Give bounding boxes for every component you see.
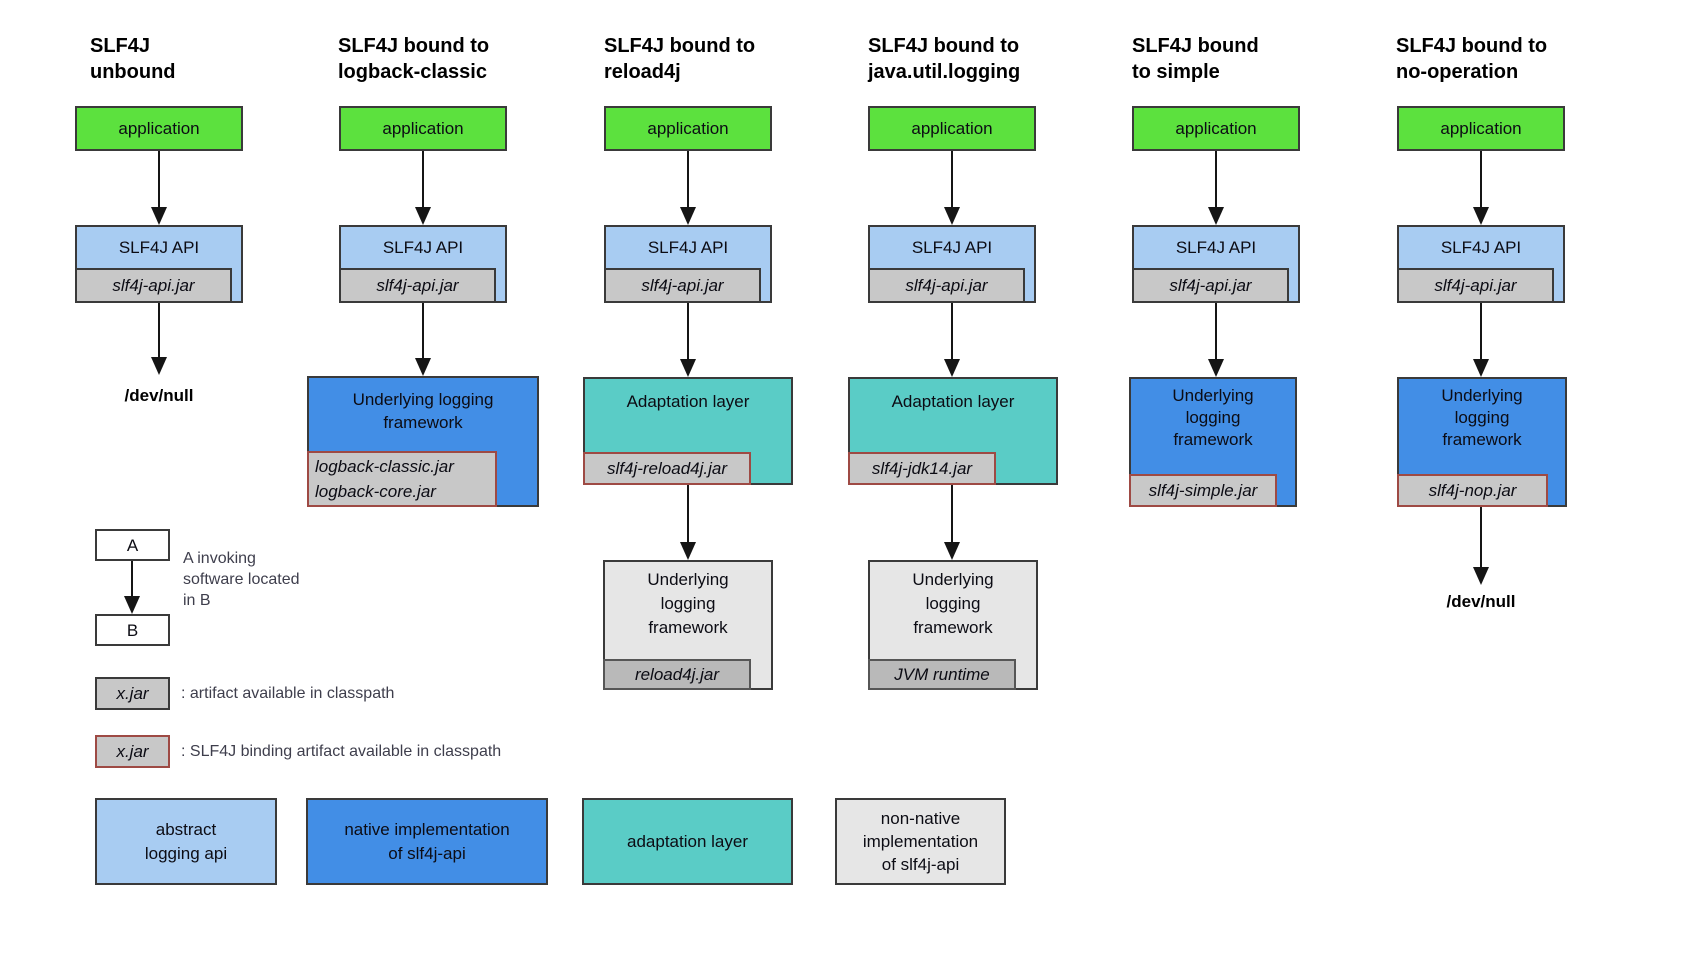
arrow-head-icon xyxy=(1208,207,1224,225)
slf4j-api-box: SLF4J API slf4j-api.jar xyxy=(1132,225,1300,303)
column-title-simple: SLF4J bound to simple xyxy=(1132,35,1259,83)
down-arrow xyxy=(944,485,960,560)
jar-box: slf4j-api.jar xyxy=(1397,268,1554,303)
binding-jar-box: slf4j-nop.jar xyxy=(1397,474,1548,507)
jar-box: slf4j-api.jar xyxy=(339,268,496,303)
legend-box-a: A xyxy=(95,529,170,561)
column-title-jul: SLF4J bound to java.util.logging xyxy=(868,35,1021,83)
legend-binding-jar-caption: : SLF4J binding artifact available in cl… xyxy=(181,742,502,760)
legend-jar-caption: : artifact available in classpath xyxy=(181,684,395,702)
jar-box: slf4j-api.jar xyxy=(1132,268,1289,303)
adaptation-layer-box: Adaptation layer slf4j-jdk14.jar xyxy=(848,377,1058,485)
underlying-framework-box: Underlying logging framework slf4j-nop.j… xyxy=(1397,377,1567,507)
arrow-head-icon xyxy=(944,207,960,225)
arrow-head-icon xyxy=(680,207,696,225)
arrow-head-icon xyxy=(1473,359,1489,377)
arrow-head-icon xyxy=(1473,567,1489,585)
dev-null-label: /dev/null xyxy=(1446,592,1516,611)
application-box: application xyxy=(868,106,1036,151)
legend-adaptation-box: adaptation layer xyxy=(582,798,793,885)
application-box: application xyxy=(1397,106,1565,151)
slf4j-api-box: SLF4J API slf4j-api.jar xyxy=(1397,225,1565,303)
arrow-head-icon xyxy=(415,358,431,376)
down-arrow xyxy=(151,151,167,225)
down-arrow xyxy=(944,151,960,225)
adaptation-layer-box: Adaptation layer slf4j-reload4j.jar xyxy=(583,377,793,485)
slf4j-api-box: SLF4J API slf4j-api.jar xyxy=(75,225,243,303)
legend-jar-sample: x.jar xyxy=(95,677,170,710)
slf4j-api-box: SLF4J API slf4j-api.jar xyxy=(868,225,1036,303)
down-arrow xyxy=(680,151,696,225)
arrow-head-icon xyxy=(151,357,167,375)
underlying-framework-box: Underlying logging framework slf4j-simpl… xyxy=(1129,377,1297,507)
jar-box: slf4j-api.jar xyxy=(604,268,761,303)
down-arrow xyxy=(1473,507,1489,585)
binding-jar-box: logback-classic.jar logback-core.jar xyxy=(307,451,497,507)
arrow-head-icon xyxy=(124,596,140,614)
application-box: application xyxy=(339,106,507,151)
arrow-head-icon xyxy=(944,359,960,377)
slf4j-api-box: SLF4J API slf4j-api.jar xyxy=(339,225,507,303)
application-box: application xyxy=(604,106,772,151)
arrow-head-icon xyxy=(415,207,431,225)
binding-jar-box: slf4j-simple.jar xyxy=(1129,474,1277,507)
jar-box: slf4j-api.jar xyxy=(868,268,1025,303)
down-arrow xyxy=(1208,151,1224,225)
slf4j-api-box: SLF4J API slf4j-api.jar xyxy=(604,225,772,303)
jar-box: reload4j.jar xyxy=(603,659,751,690)
application-box: application xyxy=(1132,106,1300,151)
arrow-head-icon xyxy=(680,359,696,377)
underlying-framework-box: Underlying logging framework reload4j.ja… xyxy=(603,560,773,690)
column-title-logback: SLF4J bound to logback-classic xyxy=(338,35,490,83)
column-title-unbound: SLF4J unbound xyxy=(90,35,176,83)
legend-non-native-box: non-native implementation of slf4j-api xyxy=(835,798,1006,885)
application-box: application xyxy=(75,106,243,151)
underlying-framework-box: Underlying logging framework JVM runtime xyxy=(868,560,1038,690)
arrow-head-icon xyxy=(680,542,696,560)
legend-abstract-api-box: abstract logging api xyxy=(95,798,277,885)
arrow-head-icon xyxy=(944,542,960,560)
down-arrow xyxy=(1473,151,1489,225)
down-arrow xyxy=(1473,303,1489,377)
down-arrow xyxy=(124,561,140,614)
jar-box: slf4j-api.jar xyxy=(75,268,232,303)
column-title-reload4j: SLF4J bound to reload4j xyxy=(604,35,756,83)
legend-ab-caption: A invoking software located in B xyxy=(183,550,300,609)
down-arrow xyxy=(944,303,960,377)
down-arrow xyxy=(415,303,431,376)
binding-jar-box: slf4j-reload4j.jar xyxy=(583,452,751,485)
down-arrow xyxy=(151,303,167,375)
arrow-head-icon xyxy=(1473,207,1489,225)
down-arrow xyxy=(680,485,696,560)
dev-null-label: /dev/null xyxy=(124,386,194,405)
underlying-framework-box: Underlying logging framework logback-cla… xyxy=(307,376,539,507)
arrow-head-icon xyxy=(151,207,167,225)
jar-box: JVM runtime xyxy=(868,659,1016,690)
column-title-nop: SLF4J bound to no-operation xyxy=(1396,35,1548,83)
down-arrow xyxy=(415,151,431,225)
down-arrow xyxy=(1208,303,1224,377)
legend-binding-jar-sample: x.jar xyxy=(95,735,170,768)
down-arrow xyxy=(680,303,696,377)
arrow-head-icon xyxy=(1208,359,1224,377)
legend-native-impl-box: native implementation of slf4j-api xyxy=(306,798,548,885)
legend-box-b: B xyxy=(95,614,170,646)
binding-jar-box: slf4j-jdk14.jar xyxy=(848,452,996,485)
